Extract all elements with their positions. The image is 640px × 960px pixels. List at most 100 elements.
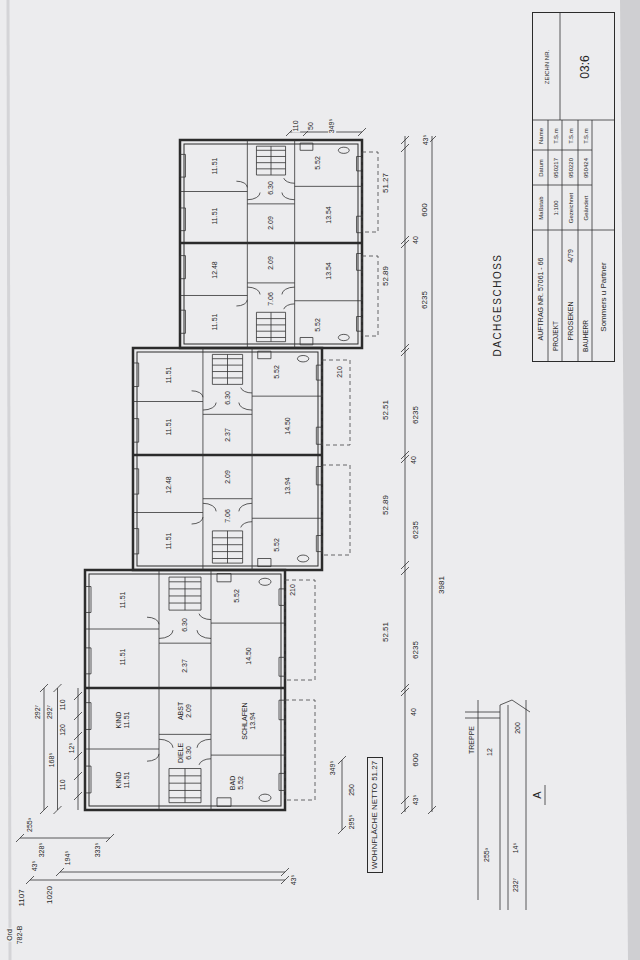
room-label: 2.37 — [181, 658, 189, 674]
dimension-label: 328⁵ — [38, 842, 46, 859]
room-label: KIND 11.51 — [115, 770, 130, 789]
title-block-text: T.S.m — [568, 128, 575, 143]
room-label: 5.52 — [273, 364, 281, 380]
title-block-text: Name — [538, 128, 545, 144]
dimension-label: 52.89 — [382, 265, 391, 287]
title-block-text: Geändert — [583, 195, 590, 220]
room-label: DIELE 6.30 — [177, 742, 192, 764]
dimension-label: 110 — [59, 698, 67, 711]
dimension-label: 295⁵ — [348, 814, 356, 831]
dimension-label: 6235 — [421, 290, 430, 310]
dimension-label: 349⁵ — [329, 760, 337, 777]
dimension-label: 210 — [336, 365, 344, 379]
title-block-text: Sommers u Partner — [600, 262, 609, 331]
title-block-text: 1:100 — [553, 200, 560, 215]
dimension-label: 40 — [410, 707, 418, 717]
room-label: 14.50 — [284, 416, 292, 436]
room-label: BAD 5.52 — [229, 775, 244, 791]
dimension-label: 200 — [514, 721, 522, 735]
dimension-label: 1020 — [46, 885, 55, 905]
dimension-label: 782-B — [16, 925, 24, 946]
apartment-unit: 12.4811.512.097.0613.945.52 — [133, 455, 322, 570]
dimension-label: 52.51 — [382, 399, 391, 421]
dimension-label: 232⁷ — [512, 877, 520, 893]
room-label: 11.51 — [211, 312, 219, 331]
room-label: 7.06 — [224, 508, 232, 524]
dimension-label: 40 — [412, 235, 420, 245]
dimension-label: 255³ — [483, 847, 491, 863]
drawing-title: DACHGESCHOSS — [492, 253, 503, 356]
dimension-label: 292⁷ — [34, 704, 42, 720]
room-label: ABST 2.09 — [177, 701, 192, 721]
dimension-label: 210 — [289, 583, 297, 597]
dimension-label: 6235 — [412, 405, 421, 425]
title-block-text: 950220 — [568, 158, 575, 178]
dimension-label: 43⁵ — [412, 794, 420, 807]
dimension-label: 43⁵ — [31, 860, 39, 873]
dimension-label: 120 — [59, 723, 67, 737]
room-label: 5.52 — [273, 537, 281, 553]
room-label: 11.51 — [165, 532, 173, 551]
dimension-label: A — [531, 790, 543, 799]
title-block-text: Maßstab — [538, 196, 545, 219]
title-block-text: Datum — [538, 159, 545, 177]
dimension-label: 349⁵ — [328, 118, 336, 135]
dimension-label: 194⁵ — [64, 850, 72, 867]
area-box: WOHNFLÄCHE NETTO 51.27 — [367, 757, 384, 873]
room-label: 11.51 — [119, 590, 127, 609]
title-block-text: BAUHERR — [582, 320, 589, 352]
dimension-label: 52.89 — [382, 494, 391, 516]
room-label: SCHLAFEN 13.94 — [241, 701, 256, 740]
room-label: 2.09 — [267, 216, 275, 232]
title-block-text: 03:6 — [579, 55, 592, 78]
title-block-text: ZEICHN NR. — [544, 50, 551, 84]
dimension-label: 168⁵ — [48, 752, 56, 769]
room-label: 14.50 — [245, 646, 253, 666]
apartment-unit: 11.5111.512.376.3014.505.52 — [85, 570, 285, 688]
dimension-label: 600 — [412, 752, 421, 767]
title-block: AUFTRAG NR. 57061 - 66PROJEKTPROSEKEN4/7… — [532, 12, 615, 362]
title-block-text: PROJEKT — [552, 321, 559, 351]
dimension-label: 292⁷ — [46, 704, 54, 720]
room-label: 11.51 — [119, 648, 127, 667]
apartment-unit: 12.4811.512.097.0613.545.52 — [180, 243, 362, 348]
dimension-label: 43⁵ — [422, 134, 430, 147]
dimension-label: 50 — [307, 121, 315, 131]
room-label: 2.09 — [224, 469, 232, 485]
room-label: KIND 11.51 — [115, 710, 130, 729]
dimension-label: 3981 — [438, 575, 447, 595]
title-block-text: PROSEKEN — [567, 302, 575, 341]
room-label: 12.48 — [211, 261, 219, 281]
room-label: 7.06 — [267, 291, 275, 307]
dimension-label: 12 — [486, 747, 494, 757]
dimension-label: 600 — [421, 202, 430, 217]
dimension-label: 1107 — [18, 888, 27, 907]
title-block-text: Gezeichnet — [568, 193, 575, 223]
dimension-label: 110 — [59, 778, 67, 791]
title-block-text: 950424 — [583, 158, 590, 178]
dimension-label: 52.51 — [382, 621, 391, 643]
dimension-label: 12⁵ — [68, 742, 76, 755]
room-label: 11.51 — [165, 365, 173, 384]
dimension-label: 110 — [292, 119, 300, 132]
title-block-text: T.S.m — [583, 128, 590, 143]
title-block-text: T.S.m — [553, 128, 560, 143]
dimension-label: Ord — [6, 928, 14, 942]
dimension-label: 255³ — [26, 817, 34, 833]
dimension-label: 250 — [348, 783, 356, 797]
dimension-label: TREPPE — [468, 725, 476, 755]
room-label: 5.52 — [314, 155, 322, 171]
area-text: WOHNFLÄCHE NETTO 51.27 — [371, 761, 380, 869]
dimension-label: 40 — [410, 455, 418, 465]
apartment-unit: 11.5111.512.376.3014.505.52 — [133, 348, 322, 455]
dimension-label: 6235 — [412, 640, 421, 660]
room-label: 12.48 — [165, 475, 173, 495]
title-block-text: 950217 — [553, 158, 560, 178]
room-label: 6.30 — [181, 618, 189, 634]
title-block-text: AUFTRAG NR. 57061 - 66 — [537, 258, 545, 341]
room-label: 6.30 — [267, 181, 275, 197]
room-label: 6.30 — [224, 390, 232, 406]
room-label: 5.52 — [314, 317, 322, 333]
room-label: 2.37 — [224, 427, 232, 443]
dimension-label: 333⁵ — [94, 842, 102, 859]
